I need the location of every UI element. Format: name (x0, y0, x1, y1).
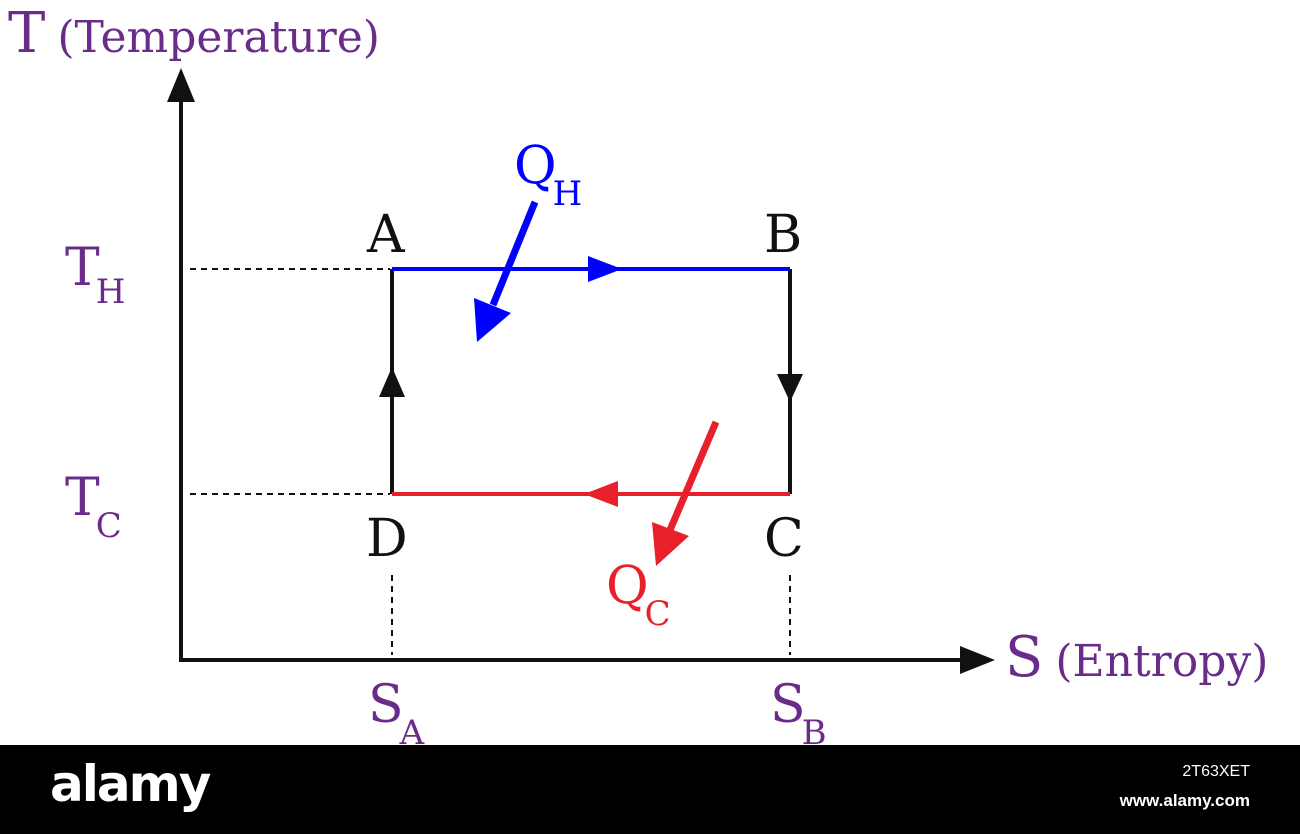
up-arrow-icon (379, 367, 405, 397)
down-arrow-icon (777, 374, 803, 402)
image-id-text: 2T63XET (1182, 763, 1250, 780)
point-a-label: A (366, 205, 406, 265)
s-b-label: SB (770, 675, 827, 745)
x-axis-arrowhead (960, 646, 995, 674)
y-axis-arrowhead (167, 68, 195, 102)
heat-out-arrow-shaft (666, 420, 720, 532)
left-arrow-icon (584, 481, 618, 507)
heat-out-arrowhead (652, 522, 689, 566)
t-hot-label: TH (65, 238, 125, 312)
heat-in-arrow-shaft (489, 200, 539, 307)
q-hot-label: QH (514, 136, 582, 214)
s-a-label: SA (368, 675, 425, 745)
right-arrow-icon (588, 256, 622, 282)
y-axis-title: T(Temperature) (8, 1, 380, 66)
x-axis-title: S(Entropy) (1005, 625, 1268, 690)
brand-logo: alamy (50, 755, 211, 813)
site-url-text: www.alamy.com (1119, 791, 1250, 810)
carnot-ts-diagram: T(Temperature) S(Entropy) TH TC SA SB A … (8, 1, 1268, 745)
point-d-label: D (366, 509, 408, 569)
point-b-label: B (764, 205, 802, 265)
heat-in-arrowhead (474, 298, 511, 342)
t-cold-label: TC (65, 468, 122, 546)
watermark-bar: alamy 2T63XET www.alamy.com (0, 745, 1300, 834)
q-cold-label: QC (606, 556, 671, 634)
point-c-label: C (764, 509, 804, 569)
